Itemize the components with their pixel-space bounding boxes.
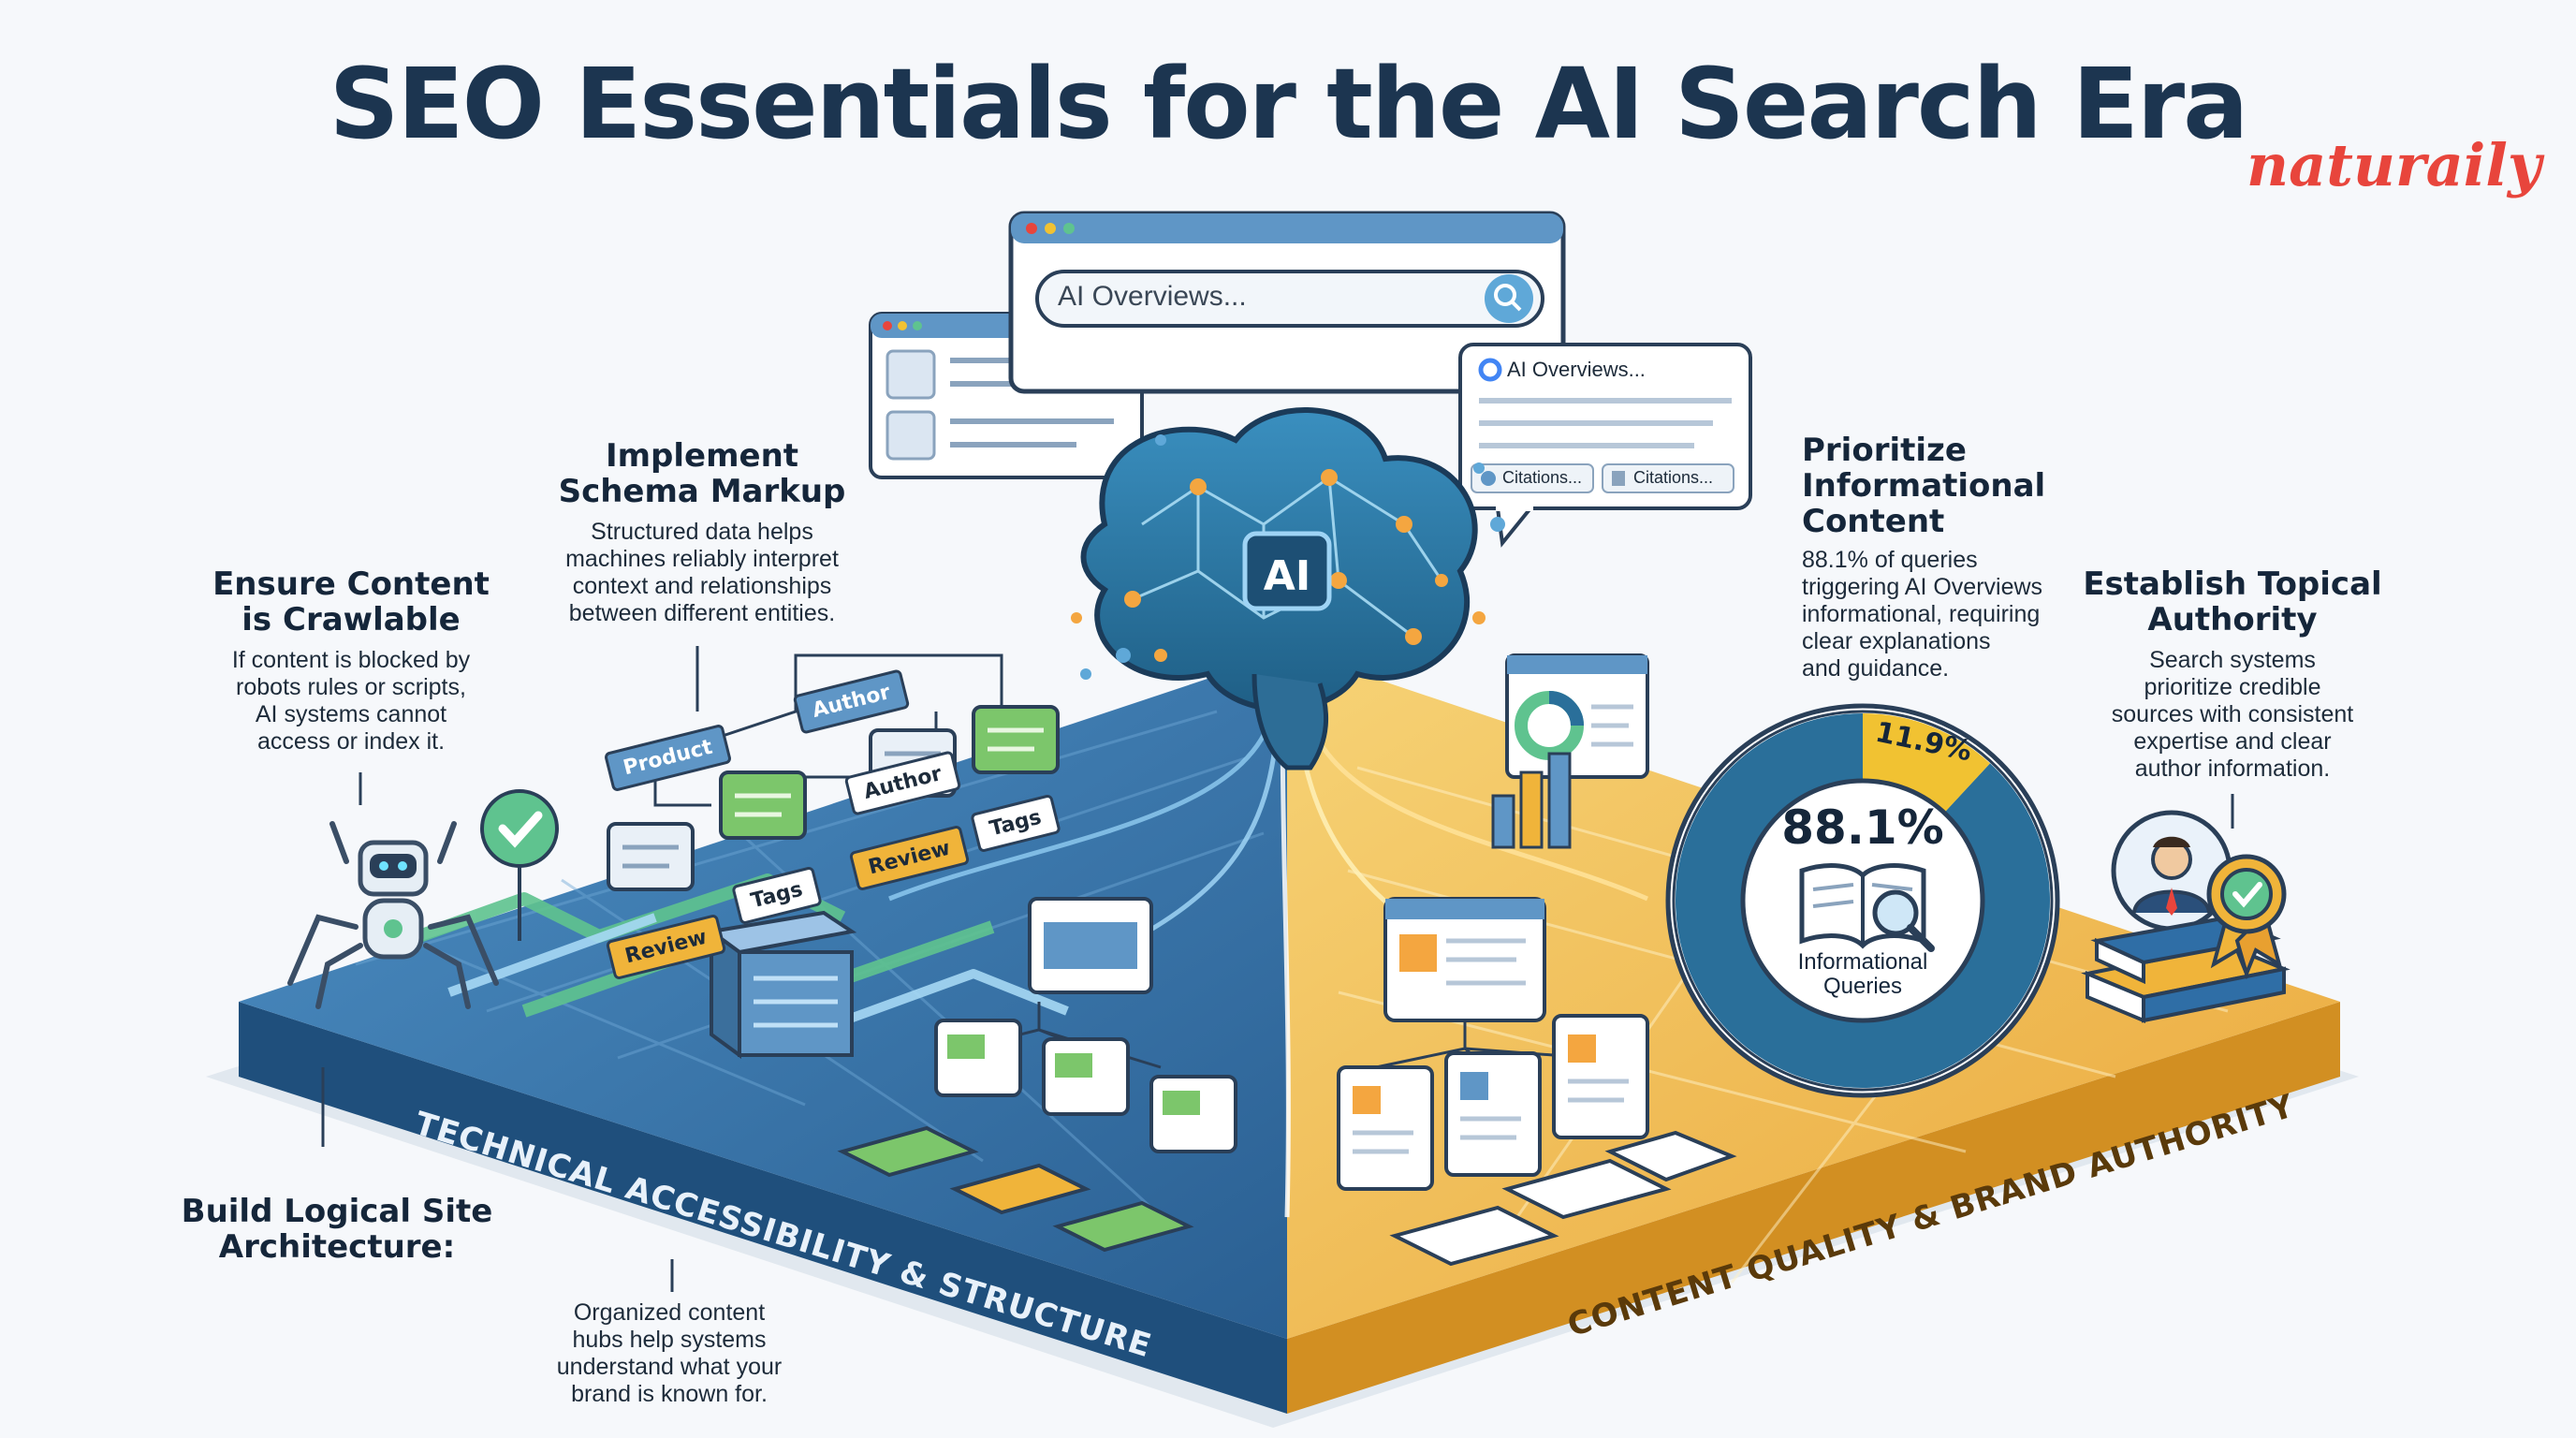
informational-heading-3: Content	[1802, 503, 1945, 540]
authority-line-4: expertise and clear	[2133, 728, 2332, 755]
architecture-heading-1: Build Logical Site	[181, 1193, 493, 1230]
authority-line-1: Search systems	[2149, 647, 2316, 673]
server-icon	[706, 910, 857, 1059]
authority-heading-1: Establish Topical	[2083, 565, 2382, 603]
architecture-heading-2: Architecture:	[218, 1228, 456, 1266]
architecture-line-1: Organized content	[573, 1299, 766, 1326]
brand-logo: naturaily	[2247, 131, 2541, 199]
section-architecture: Build Logical Site Architecture:	[178, 1194, 496, 1265]
leader-lines	[321, 646, 2234, 1292]
robot-spider-icon	[287, 821, 499, 1009]
schema-line-4: between different entities.	[568, 600, 836, 626]
search-icon	[1494, 284, 1516, 306]
page-title: SEO Essentials for the AI Search Era	[329, 47, 2249, 161]
informational-heading-2: Informational	[1802, 467, 2046, 505]
content-hub-tree	[1337, 897, 1737, 1267]
crawlable-line-4: access or index it.	[256, 728, 446, 755]
donut-caption-2: Queries	[1822, 974, 1903, 999]
schema-line-2: machines reliably interpret	[565, 546, 839, 572]
ai-overview-card	[1458, 343, 1752, 548]
open-book-magnifier-icon	[1799, 863, 1935, 952]
schema-line-1: Structured data helps	[591, 519, 813, 545]
architecture-line-2: hubs help systems	[572, 1327, 767, 1353]
schema-line-3: context and relationships	[572, 573, 832, 599]
section-schema: Implement Schema Markup Structured data …	[524, 438, 880, 627]
bar-chart-icon	[1491, 752, 1572, 849]
section-architecture-body: Organized content hubs help systems unde…	[524, 1299, 814, 1408]
schema-heading-2: Schema Markup	[558, 473, 846, 510]
crawlable-line-2: robots rules or scripts,	[236, 674, 466, 700]
citation-chip-2: Citations...	[1633, 468, 1714, 487]
informational-heading-1: Prioritize	[1802, 432, 1967, 469]
architecture-line-4: brand is known for.	[571, 1381, 768, 1407]
architecture-line-3: understand what your	[556, 1354, 783, 1380]
donut-caption: Informational Queries	[1760, 950, 1966, 999]
authority-line-2: prioritize credible	[2144, 674, 2321, 700]
informational-line-4: clear explanations	[1802, 628, 1991, 654]
brain-network-icon	[1071, 406, 1505, 770]
section-informational: Prioritize Informational Content 88.1% o…	[1802, 433, 2083, 682]
donut-caption-1: Informational	[1797, 949, 1928, 975]
google-g-icon	[1478, 358, 1502, 382]
checkmark-pin-icon	[480, 789, 559, 941]
citation-chip-1: Citations...	[1502, 468, 1583, 487]
crawlable-heading-2: is Crawlable	[242, 601, 461, 638]
analytics-window	[1505, 653, 1649, 779]
search-input: AI Overviews...	[1058, 281, 1247, 312]
informational-line-2: triggering AI Overviews	[1802, 574, 2043, 600]
award-badge-icon	[2206, 854, 2287, 980]
ai-badge: AI	[1263, 552, 1311, 600]
schema-heading-1: Implement	[605, 437, 799, 475]
site-architecture-tree	[837, 897, 1237, 1253]
authority-heading-2: Authority	[2147, 601, 2318, 638]
crawlable-line-1: If content is blocked by	[231, 647, 471, 673]
informational-line-5: and guidance.	[1802, 655, 1950, 682]
donut-major-label: 88.1%	[1781, 800, 1944, 855]
informational-line-1: 88.1% of queries	[1802, 547, 1978, 573]
authority-line-3: sources with consistent	[2111, 701, 2354, 727]
donut-chart	[1665, 703, 2060, 1098]
crawlable-line-3: AI systems cannot	[255, 701, 447, 727]
donut-segment-other	[1676, 713, 2050, 1088]
crawlable-heading-1: Ensure Content	[212, 565, 490, 603]
authority-line-5: author information.	[2134, 756, 2331, 782]
browser-window-search	[1008, 211, 1566, 394]
section-crawlable: Ensure Content is Crawlable If content i…	[187, 566, 515, 756]
section-authority: Establish Topical Authority Search syste…	[2073, 566, 2392, 783]
overview-card-title: AI Overviews...	[1507, 358, 1646, 381]
informational-line-3: informational, requiring	[1802, 601, 2041, 627]
